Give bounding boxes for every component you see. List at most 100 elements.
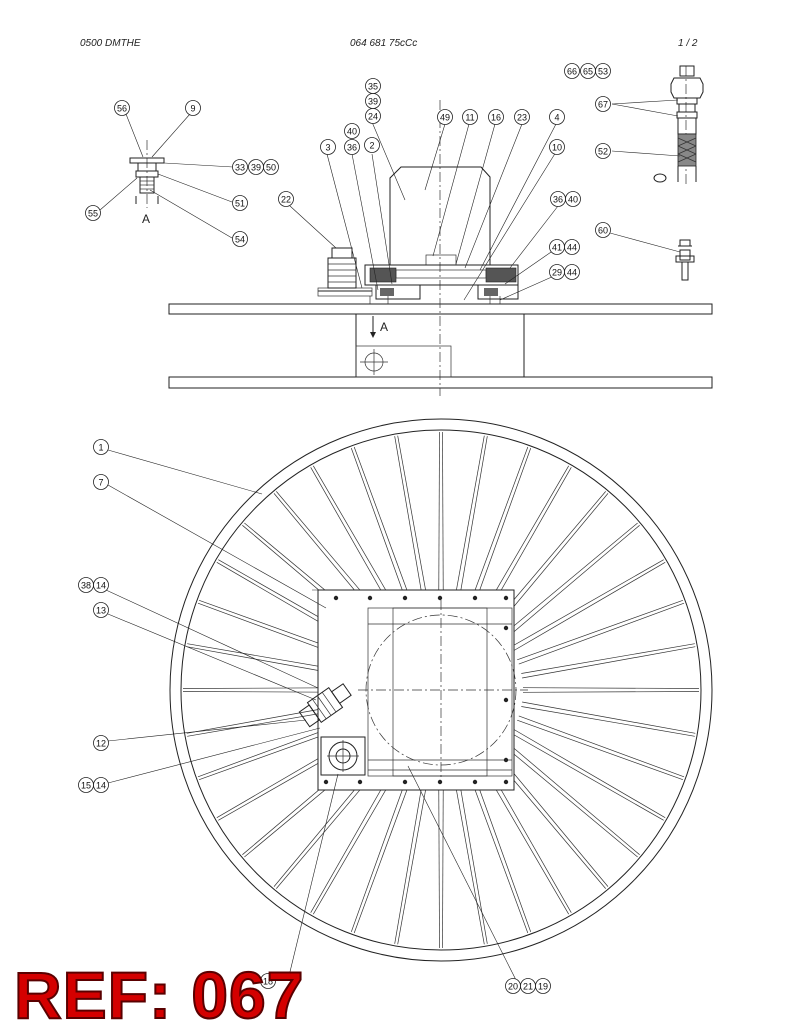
spoke-line bbox=[353, 767, 416, 934]
callout-label: 14 bbox=[96, 581, 106, 591]
callout-circle bbox=[93, 602, 109, 618]
callout-circle bbox=[535, 978, 551, 994]
callout-circle bbox=[488, 109, 504, 125]
callout-49: 49 bbox=[437, 109, 453, 125]
callout-label: 10 bbox=[552, 143, 562, 153]
callout-label: 24 bbox=[368, 112, 378, 122]
corner-motor-mount bbox=[320, 736, 366, 776]
callout-13: 13 bbox=[93, 602, 109, 618]
callout-41: 41 bbox=[549, 239, 565, 255]
callout-label: 65 bbox=[583, 67, 593, 77]
callout-circle bbox=[114, 100, 130, 116]
reel-outer-rim bbox=[169, 418, 713, 962]
spoke-line bbox=[518, 715, 685, 778]
callout-label: 40 bbox=[347, 127, 357, 137]
spoke-line bbox=[438, 771, 440, 949]
bolt bbox=[503, 595, 509, 601]
callout-19: 19 bbox=[535, 978, 551, 994]
callout-label: 41 bbox=[552, 243, 562, 253]
callout-label: 14 bbox=[96, 781, 106, 791]
spoke-line bbox=[522, 701, 696, 734]
callout-circle bbox=[232, 159, 248, 175]
spoke-line bbox=[517, 599, 684, 661]
callout-29: 29 bbox=[549, 264, 565, 280]
spoke-line bbox=[457, 436, 488, 610]
callout-circle bbox=[85, 205, 101, 221]
callout-label: 20 bbox=[508, 982, 518, 992]
callout-label: 29 bbox=[552, 268, 562, 278]
callout-circle bbox=[565, 191, 581, 207]
spoke-line bbox=[442, 431, 444, 609]
callout-label: 51 bbox=[235, 199, 245, 209]
callout-label: 35 bbox=[368, 82, 378, 92]
callout-56: 56 bbox=[114, 100, 130, 116]
bolt bbox=[503, 625, 509, 631]
hose-fitting bbox=[653, 65, 704, 281]
sprocket-plate bbox=[317, 287, 373, 297]
callout-label: 4 bbox=[554, 113, 559, 123]
callout-circle bbox=[93, 439, 109, 455]
callout-66: 66 bbox=[564, 63, 580, 79]
bolt bbox=[472, 779, 478, 785]
callout-label: 60 bbox=[598, 226, 608, 236]
callout-40a: 40 bbox=[344, 123, 360, 139]
bolt bbox=[472, 595, 478, 601]
callout-circle bbox=[344, 139, 360, 155]
callout-label: 21 bbox=[523, 982, 533, 992]
callout-39a: 39 bbox=[248, 159, 264, 175]
callout-label: 66 bbox=[567, 67, 577, 77]
motor-plate bbox=[355, 345, 452, 378]
reel-inner-rim bbox=[180, 429, 702, 951]
callout-10: 10 bbox=[549, 139, 565, 155]
spoke-line bbox=[394, 770, 425, 944]
view-label-a: A bbox=[380, 320, 388, 334]
callout-12: 12 bbox=[93, 735, 109, 751]
callout-7: 7 bbox=[93, 474, 109, 490]
callout-circle bbox=[595, 63, 611, 79]
callout-label: 54 bbox=[235, 235, 245, 245]
bolt bbox=[402, 595, 408, 601]
callout-11: 11 bbox=[462, 109, 478, 125]
callout-circle bbox=[564, 239, 580, 255]
callout-circle bbox=[595, 96, 611, 112]
callout-23: 23 bbox=[514, 109, 530, 125]
callout-52: 52 bbox=[595, 143, 611, 159]
callout-50: 50 bbox=[263, 159, 279, 175]
callout-3: 3 bbox=[320, 139, 336, 155]
callout-circle bbox=[564, 264, 580, 280]
callout-label: 52 bbox=[598, 147, 608, 157]
bolt bbox=[333, 595, 339, 601]
spoke-line bbox=[394, 436, 425, 610]
callout-54: 54 bbox=[232, 231, 248, 247]
callout-label: 19 bbox=[538, 982, 548, 992]
callout-circle bbox=[185, 100, 201, 116]
spoke-line bbox=[522, 691, 700, 693]
spoke-line bbox=[512, 561, 666, 652]
header-left-code: 0500 DMTHE bbox=[80, 38, 141, 49]
callout-label: 2 bbox=[369, 141, 374, 151]
callout-bottom: 18 bbox=[260, 973, 276, 989]
callout-14b: 14 bbox=[93, 777, 109, 793]
callout-circle bbox=[320, 139, 336, 155]
spoke-line bbox=[512, 728, 666, 819]
callout-44a: 44 bbox=[564, 239, 580, 255]
bolt bbox=[503, 697, 509, 703]
callout-label: 55 bbox=[88, 209, 98, 219]
spoke-line bbox=[470, 766, 532, 933]
spoke-line bbox=[510, 559, 664, 648]
swivel-joint bbox=[298, 683, 352, 728]
bolt bbox=[323, 779, 329, 785]
bolt bbox=[437, 779, 443, 785]
reference-badge: REF: 067 bbox=[13, 958, 305, 1032]
callout-51: 51 bbox=[232, 195, 248, 211]
callout-1: 1 bbox=[93, 439, 109, 455]
callout-65: 65 bbox=[580, 63, 596, 79]
callout-circle bbox=[93, 577, 109, 593]
spoke-line bbox=[438, 431, 440, 609]
callout-label: 16 bbox=[491, 113, 501, 123]
callout-label: 49 bbox=[440, 113, 450, 123]
callout-circle bbox=[263, 159, 279, 175]
callout-21: 21 bbox=[520, 978, 536, 994]
callout-label: 38 bbox=[81, 581, 91, 591]
